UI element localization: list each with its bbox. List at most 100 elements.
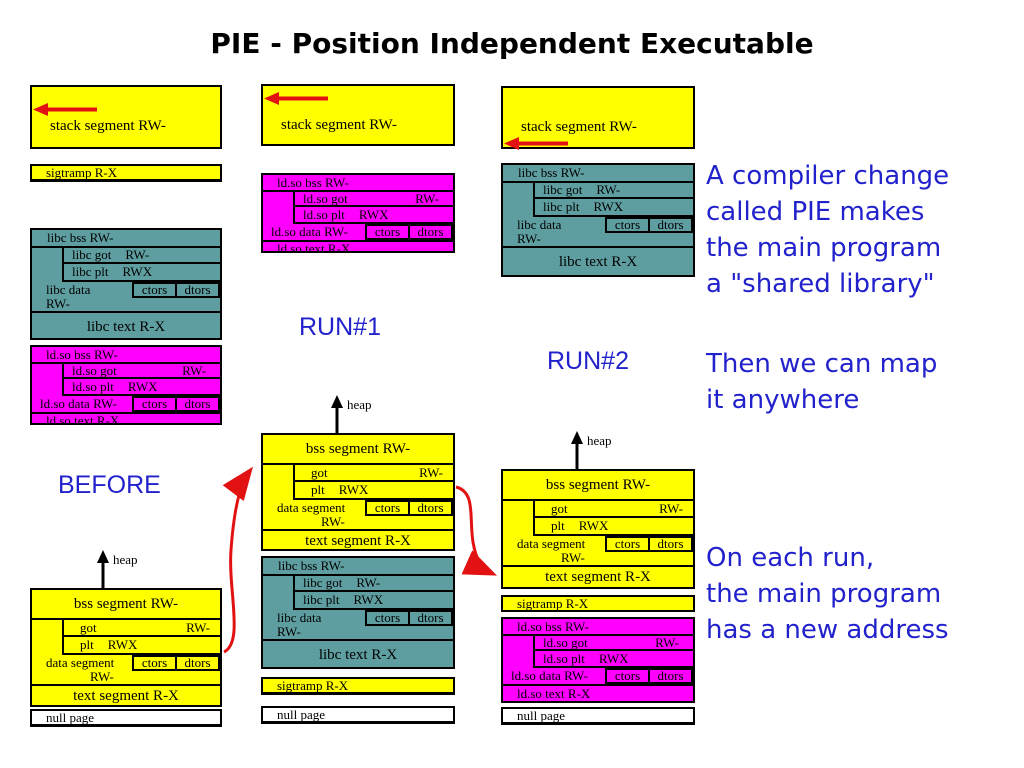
data-label: ld.so data RW-	[40, 396, 117, 411]
data-label: ld.so data RW-	[271, 224, 348, 239]
dtors-box: dtors	[408, 500, 453, 516]
plt-perm: RWX	[107, 637, 138, 652]
data-perm: RW-	[517, 231, 541, 246]
run2-sigtramp-strip: sigtramp R-X	[501, 595, 695, 612]
got-perm: RW-	[356, 575, 381, 590]
got-label: libc got	[303, 575, 343, 590]
libc-got-row: libc got RW-	[64, 247, 220, 264]
libc-text-row: libc text R-X	[503, 246, 693, 276]
ldso-plt-row: ld.so plt RWX	[64, 379, 220, 394]
plt-perm: RWX	[127, 378, 158, 394]
libc-got-plt-box: libc got RW-libc plt RWX	[62, 247, 220, 282]
stack-segment-label: stack segment RW-	[521, 119, 637, 135]
annotation-compiler-change: A compiler change called PIE makes the m…	[706, 161, 950, 299]
data-perm: RW-	[277, 624, 301, 639]
plt-label: ld.so plt	[543, 650, 585, 666]
heap-arrow-icon	[331, 395, 343, 433]
ldso-bss-row: ld.so bss RW-	[32, 347, 220, 364]
ldso-text-row: ld.so text R-X	[32, 412, 220, 427]
libc-bss-row: libc bss RW-	[263, 558, 453, 576]
data-perm: RW-	[46, 296, 70, 311]
heap-arrow-icon	[97, 550, 109, 588]
dtors-box: dtors	[648, 217, 693, 233]
libc-bss-row: libc bss RW-	[503, 165, 693, 183]
main-bss-row: bss segment RW-	[503, 471, 693, 501]
got-label: libc got	[72, 247, 112, 262]
got-label: libc got	[543, 182, 583, 197]
plt-label: libc plt	[303, 592, 340, 607]
got-label: ld.so got	[72, 362, 117, 378]
plt-perm: RWX	[598, 650, 629, 666]
dtors-box: dtors	[175, 396, 220, 412]
stack-pointer-arrow-icon	[504, 137, 568, 150]
ctors-box: ctors	[605, 217, 650, 233]
label-run1: RUN#1	[299, 313, 381, 341]
got-perm: RW-	[182, 362, 206, 378]
sigtramp-label: sigtramp R-X	[503, 597, 693, 612]
stack-segment-label: stack segment RW-	[50, 118, 166, 134]
data-perm: RW-	[90, 669, 114, 684]
dtors-box: dtors	[175, 282, 220, 298]
ldso-plt-row: ld.so plt RWX	[535, 651, 693, 666]
data-label: data segment	[517, 536, 586, 551]
ldso-got-row: ld.so got RW-	[64, 362, 220, 379]
before-heap-arrow: heap	[96, 550, 156, 588]
annotation-new-address: On each run, the main program has a new …	[706, 543, 949, 645]
before-nullpage-strip: null page	[30, 709, 222, 727]
got-perm: RW-	[655, 634, 679, 650]
annotation-map-anywhere: Then we can map it anywhere	[706, 349, 938, 415]
got-label: got	[80, 619, 97, 635]
plt-label: libc plt	[72, 264, 109, 279]
slide-title: PIE - Position Independent Executable	[210, 27, 814, 60]
run1-nullpage-strip: null page	[261, 706, 455, 724]
data-label: data segment	[277, 500, 346, 515]
libc-plt-row: libc plt RWX	[64, 264, 220, 280]
heap-label: heap	[113, 552, 138, 567]
run2-heap-arrow: heap	[570, 431, 630, 469]
data-label: libc data	[277, 610, 322, 625]
got-perm: RW-	[125, 247, 150, 262]
ldso-bss-row: ld.so bss RW-	[503, 619, 693, 636]
heap-label: heap	[347, 397, 372, 412]
main-text-row: text segment R-X	[503, 565, 693, 587]
libc-bss-row: libc bss RW-	[32, 230, 220, 248]
main-bss-row: bss segment RW-	[263, 435, 453, 465]
plt-label: ld.so plt	[72, 378, 114, 394]
got-perm: RW-	[415, 190, 439, 206]
nullpage-label: null page	[263, 708, 453, 723]
main-got-row: got RW-	[64, 620, 220, 637]
ldso-text-row: ld.so text R-X	[263, 240, 453, 255]
dtors-box: dtors	[408, 610, 453, 626]
got-perm: RW-	[186, 619, 210, 635]
plt-perm: RWX	[122, 264, 153, 279]
plt-label: plt	[551, 518, 565, 533]
label-run2: RUN#2	[547, 347, 629, 375]
main-bss-row: bss segment RW-	[32, 590, 220, 620]
relocation-arrow-before-to-run1	[222, 466, 253, 654]
run1-sigtramp-strip: sigtramp R-X	[261, 677, 455, 695]
